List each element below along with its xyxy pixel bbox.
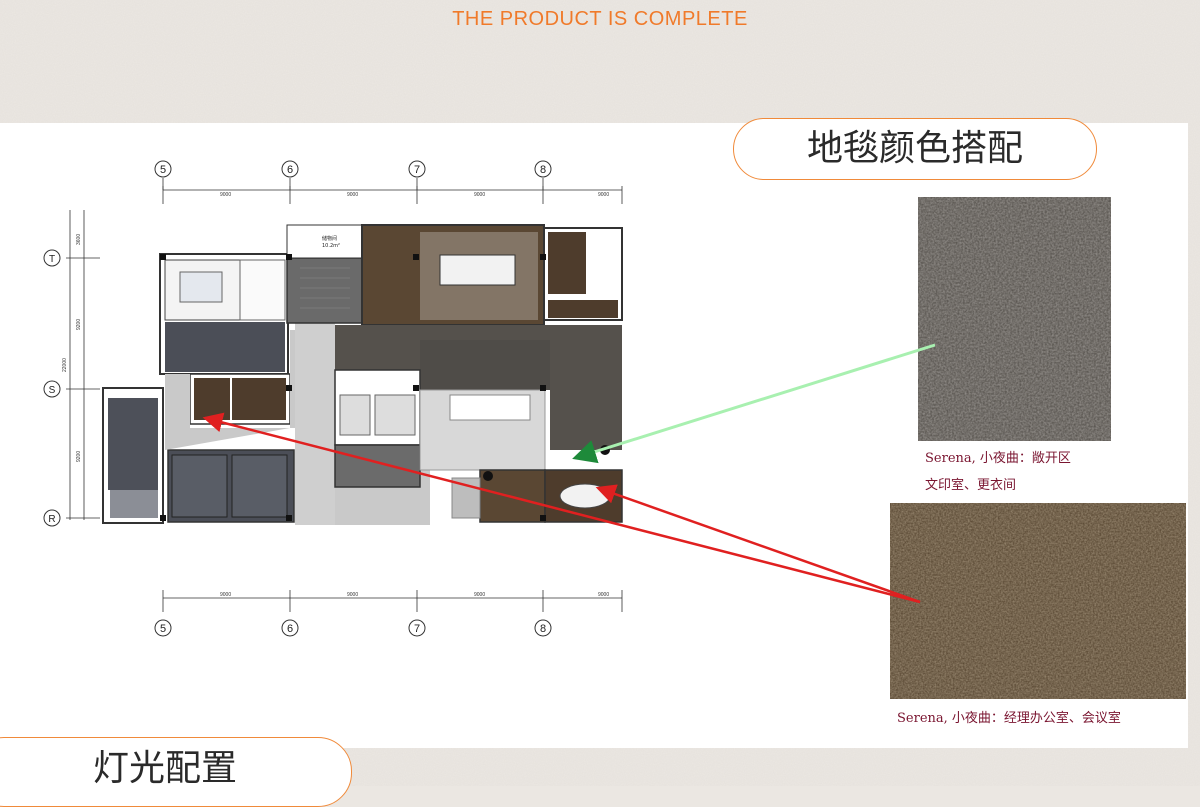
grid-label-bottom-6: 6 bbox=[287, 623, 293, 635]
swatch-grey-caption-line2: 文印室、更衣间 bbox=[925, 478, 1017, 493]
grid-label-top-6: 6 bbox=[287, 164, 293, 176]
swatch-grey-caption-line1: Serena, 小夜曲：敞开区 bbox=[925, 451, 1071, 466]
grid-bubbles-top: 5 6 7 8 bbox=[154, 160, 552, 178]
header-title: THE PRODUCT IS COMPLETE bbox=[452, 8, 748, 30]
bottom-dimension-line bbox=[162, 590, 623, 612]
room-label: 储物间 bbox=[322, 235, 337, 242]
dim-bottom-4: 9000 bbox=[598, 592, 609, 598]
grid-bubbles-left: T S R bbox=[43, 249, 61, 527]
left-dimension-line bbox=[66, 210, 100, 520]
floor-plan: 9000 9000 9000 9000 5 6 7 8 3600 9200 22… bbox=[43, 160, 623, 637]
dim-top-2: 9000 bbox=[347, 192, 358, 198]
dim-bottom-1: 9000 bbox=[220, 592, 231, 598]
dim-top-3: 9000 bbox=[474, 192, 485, 198]
grid-label-top-5: 5 bbox=[160, 164, 166, 176]
dim-top-4: 9000 bbox=[598, 192, 609, 198]
carpet-swatch-grey bbox=[918, 197, 1111, 441]
building-outline: 储物间 10.2m² bbox=[102, 224, 623, 525]
room-area: 10.2m² bbox=[322, 243, 340, 249]
dim-bottom-2: 9000 bbox=[347, 592, 358, 598]
grid-label-row-s: S bbox=[49, 385, 56, 396]
carpet-swatch-brown bbox=[890, 503, 1186, 699]
dim-left-2: 9200 bbox=[76, 319, 82, 330]
dim-left-4: 9200 bbox=[76, 451, 82, 462]
carpet-section-heading: 地毯颜色搭配 bbox=[733, 118, 1097, 180]
swatch-brown-caption: Serena, 小夜曲：经理办公室、会议室 bbox=[897, 711, 1121, 726]
grid-label-bottom-8: 8 bbox=[540, 623, 546, 635]
grid-label-bottom-5: 5 bbox=[160, 623, 166, 635]
top-dimension-line bbox=[162, 178, 623, 204]
lighting-section-heading: 灯光配置 bbox=[0, 737, 352, 807]
grid-label-row-r: R bbox=[48, 514, 55, 525]
grid-label-top-8: 8 bbox=[540, 164, 546, 176]
dim-bottom-3: 9000 bbox=[474, 592, 485, 598]
grid-label-top-7: 7 bbox=[414, 164, 420, 176]
grid-bubbles-bottom: 5 6 7 8 bbox=[154, 619, 552, 637]
dim-left-3: 22000 bbox=[62, 358, 68, 372]
grid-label-bottom-7: 7 bbox=[414, 623, 420, 635]
dim-left-1: 3600 bbox=[76, 234, 82, 245]
grid-label-row-t: T bbox=[49, 254, 55, 265]
dim-top-1: 9000 bbox=[220, 192, 231, 198]
